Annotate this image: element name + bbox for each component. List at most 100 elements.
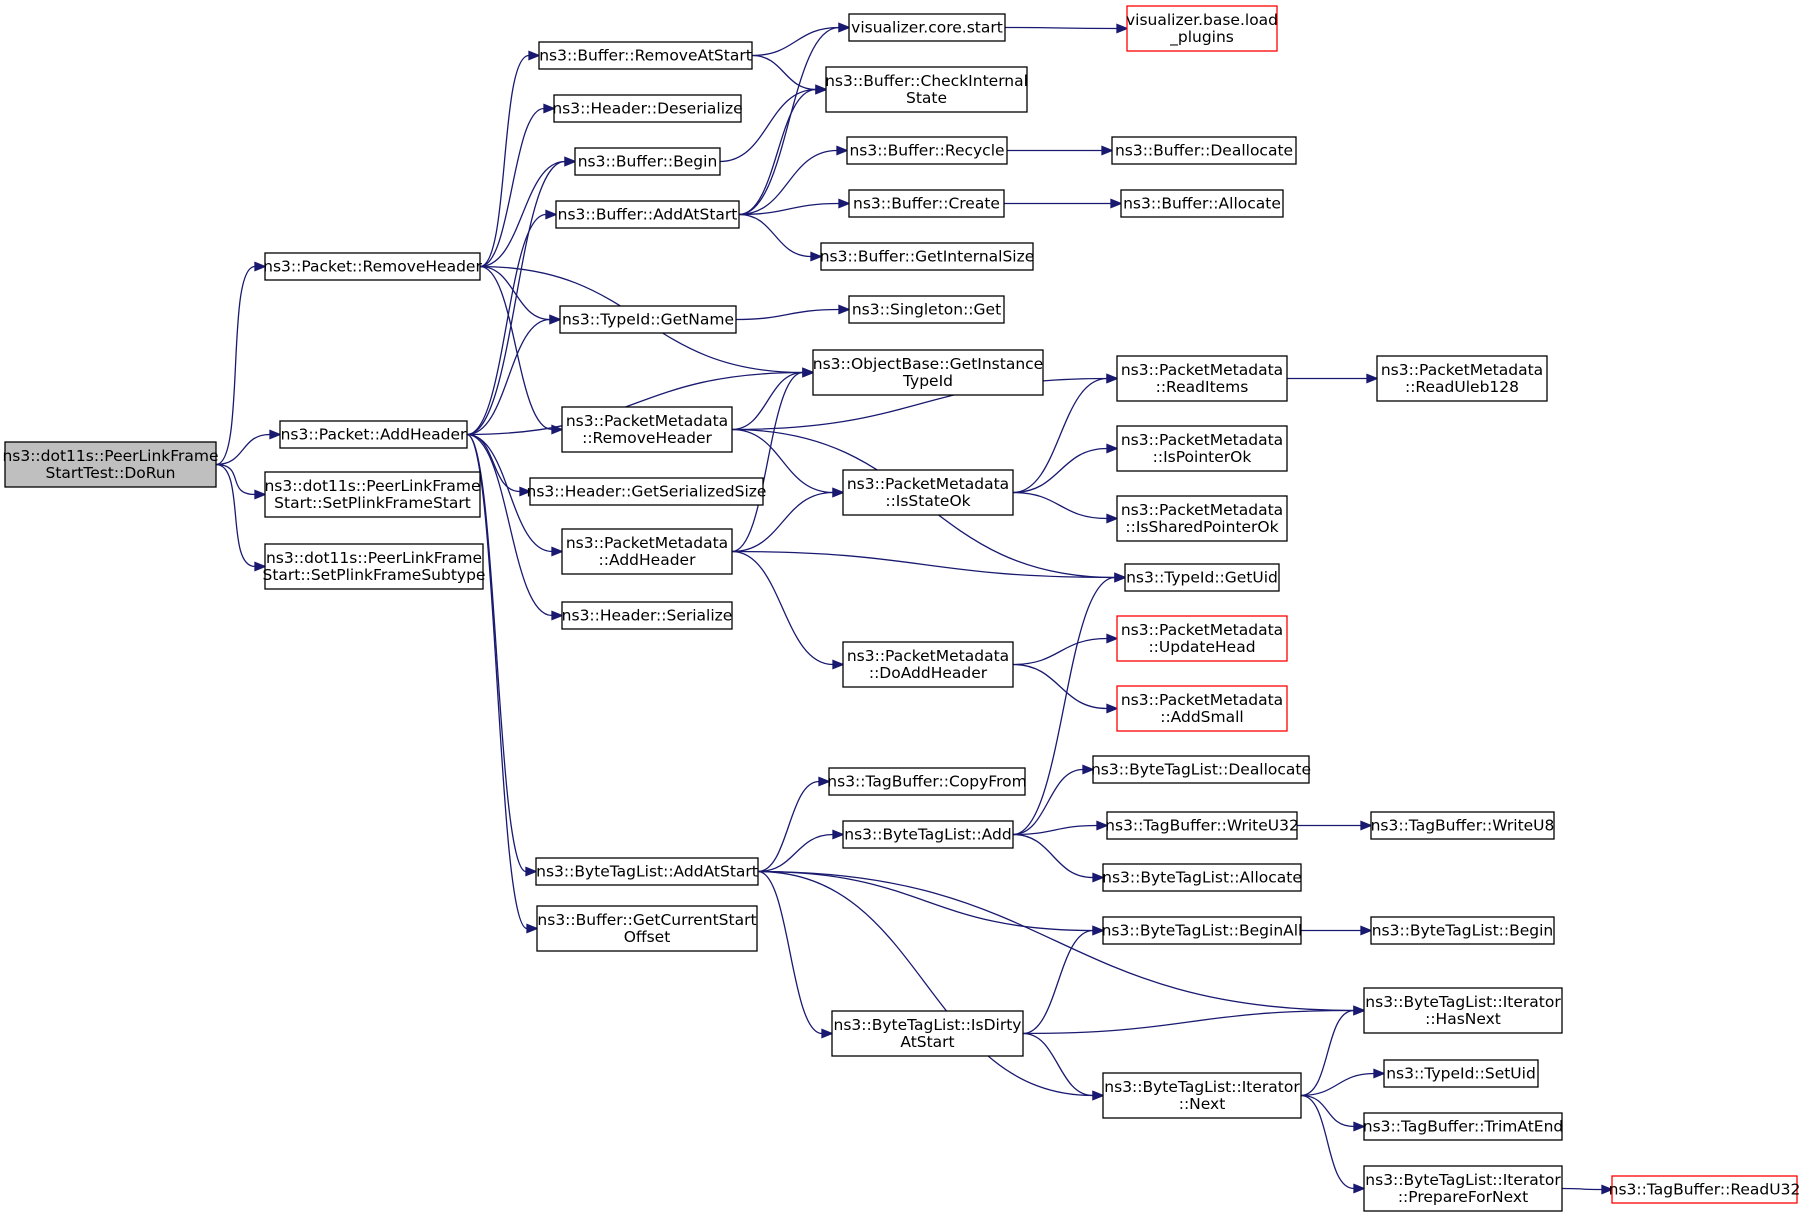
node-label: ns3::Buffer::GetInternalSize	[820, 248, 1035, 266]
edge-line	[1300, 1009, 1355, 1097]
node-readitems[interactable]: ns3::PacketMetadata::ReadItems	[1116, 355, 1288, 402]
edge-addheader-to-pmaddhdr	[466, 433, 564, 557]
node-updatehead[interactable]: ns3::PacketMetadata::UpdateHead	[1116, 615, 1288, 662]
node-setuid[interactable]: ns3::TypeId::SetUid	[1383, 1059, 1539, 1088]
edge-line	[479, 160, 566, 268]
node-getname[interactable]: ns3::TypeId::GetName	[559, 305, 737, 334]
edge-pmaddhdr-to-getuid	[731, 550, 1127, 583]
node-issharedptrok[interactable]: ns3::PacketMetadata::IsSharedPointerOk	[1116, 495, 1288, 542]
edge-line	[466, 433, 528, 930]
node-ispointerok[interactable]: ns3::PacketMetadata::IsPointerOk	[1116, 425, 1288, 472]
arrowhead	[1106, 443, 1119, 454]
edge-dorun-to-removeheader	[215, 261, 267, 466]
edge-line	[1022, 1009, 1355, 1035]
edge-line	[719, 88, 817, 163]
node-getsersize[interactable]: ns3::Header::GetSerializedSize	[527, 477, 767, 506]
node-label: ns3::ByteTagList::IsDirty	[834, 1016, 1022, 1034]
node-label: ns3::Packet::RemoveHeader	[263, 258, 482, 276]
node-box	[561, 528, 733, 575]
node-doaddheader[interactable]: ns3::PacketMetadata::DoAddHeader	[842, 641, 1014, 688]
node-hserialize[interactable]: ns3::Header::Serialize	[561, 601, 733, 630]
edge-baddatstart-to-recycle	[738, 145, 849, 216]
node-label: ns3::TagBuffer::WriteU8	[1371, 817, 1555, 835]
node-box	[536, 905, 758, 952]
node-baddatstart[interactable]: ns3::Buffer::AddAtStart	[555, 200, 740, 229]
arrowhead	[1601, 1184, 1614, 1195]
node-btlbegin[interactable]: ns3::ByteTagList::Begin	[1370, 916, 1555, 945]
node-writeu8[interactable]: ns3::TagBuffer::WriteU8	[1370, 811, 1555, 840]
node-box	[561, 406, 733, 453]
node-removeatstart[interactable]: ns3::Buffer::RemoveAtStart	[538, 41, 753, 70]
node-box	[1102, 916, 1302, 945]
node-itnext[interactable]: ns3::ByteTagList::Iterator::Next	[1102, 1072, 1302, 1119]
node-vizstart[interactable]: visualizer.core.start	[848, 13, 1006, 42]
node-label: ns3::PacketMetadata	[1121, 361, 1283, 379]
node-pmaddhdr[interactable]: ns3::PacketMetadata::AddHeader	[561, 528, 733, 575]
node-singletonget[interactable]: ns3::Singleton::Get	[848, 295, 1005, 324]
node-setsubtype[interactable]: ns3::dot11s::PeerLinkFrameStart::SetPlin…	[263, 543, 486, 590]
node-writeu32[interactable]: ns3::TagBuffer::WriteU32	[1105, 811, 1299, 840]
edge-line	[215, 433, 271, 466]
node-dorun[interactable]: ns3::dot11s::PeerLinkFrameStartTest::DoR…	[2, 441, 219, 488]
node-addsmall[interactable]: ns3::PacketMetadata::AddSmall	[1116, 685, 1288, 732]
node-bbegin[interactable]: ns3::Buffer::Begin	[574, 147, 721, 176]
node-box	[1111, 136, 1297, 165]
arrowhead	[1092, 925, 1105, 936]
edge-addheader-to-baddatstart	[466, 209, 558, 436]
node-prepfornext[interactable]: ns3::ByteTagList::Iterator::PrepareForNe…	[1363, 1165, 1563, 1212]
node-box	[1116, 425, 1288, 472]
node-readuleb128[interactable]: ns3::PacketMetadata::ReadUleb128	[1376, 355, 1548, 402]
node-trimatend[interactable]: ns3::TagBuffer::TrimAtEnd	[1363, 1112, 1564, 1141]
node-hdeserialize[interactable]: ns3::Header::Deserialize	[552, 94, 743, 123]
edge-isstateok-to-issharedptrok	[1012, 491, 1119, 524]
node-recycle[interactable]: ns3::Buffer::Recycle	[846, 136, 1008, 165]
node-ballocate[interactable]: ns3::Buffer::Allocate	[1120, 189, 1284, 218]
node-box	[848, 295, 1005, 324]
edge-line	[757, 870, 1094, 1097]
node-label: ns3::Header::GetSerializedSize	[527, 483, 767, 501]
node-ithasnext[interactable]: ns3::ByteTagList::Iterator::HasNext	[1363, 987, 1563, 1034]
edge-removeheader-to-pmremovehdr	[479, 265, 564, 435]
node-label: ::PrepareForNext	[1398, 1188, 1528, 1206]
node-removeheader[interactable]: ns3::Packet::RemoveHeader	[263, 252, 482, 281]
node-btladd[interactable]: ns3::ByteTagList::Add	[842, 820, 1014, 849]
arrowhead	[832, 829, 845, 840]
node-beginall[interactable]: ns3::ByteTagList::BeginAll	[1102, 916, 1303, 945]
node-bdeallocate[interactable]: ns3::Buffer::Deallocate	[1111, 136, 1297, 165]
edge-line	[1022, 929, 1094, 1035]
node-box	[1363, 1112, 1563, 1141]
node-pmremovehdr[interactable]: ns3::PacketMetadata::RemoveHeader	[561, 406, 733, 453]
node-label: ns3::dot11s::PeerLinkFrame	[266, 549, 482, 567]
node-setstart[interactable]: ns3::dot11s::PeerLinkFrameStart::SetPlin…	[264, 471, 481, 518]
edge-itnext-to-prepfornext	[1300, 1094, 1366, 1194]
edge-line	[751, 54, 817, 91]
edge-addheader-to-bbegin	[466, 156, 577, 436]
node-btlallocate[interactable]: ns3::ByteTagList::Allocate	[1102, 863, 1302, 892]
node-bcreate[interactable]: ns3::Buffer::Create	[848, 189, 1005, 218]
node-box	[264, 543, 484, 590]
arrowhead	[1106, 633, 1119, 644]
node-addheader[interactable]: ns3::Packet::AddHeader	[279, 420, 468, 449]
arrowhead	[254, 261, 267, 272]
edge-line	[738, 213, 812, 258]
arrowhead	[818, 776, 831, 787]
arrowhead	[1096, 820, 1109, 831]
node-btladdatstart[interactable]: ns3::ByteTagList::AddAtStart	[535, 857, 759, 886]
edge-dorun-to-setsubtype	[215, 463, 267, 572]
node-readu32[interactable]: ns3::TagBuffer::ReadU32	[1609, 1175, 1801, 1204]
node-tbcopyfrom[interactable]: ns3::TagBuffer::CopyFrom	[827, 767, 1027, 796]
node-isstateok[interactable]: ns3::PacketMetadata::IsStateOk	[842, 469, 1014, 516]
node-getuid[interactable]: ns3::TypeId::GetUid	[1124, 563, 1280, 592]
function-nodes: ns3::dot11s::PeerLinkFrame StartTest::DoR…	[2, 5, 1801, 1212]
edge-dorun-to-setstart	[215, 463, 267, 500]
node-vizloadplugins[interactable]: visualizer.base.load_plugins	[1126, 5, 1278, 52]
node-label: StartTest::DoRun	[46, 464, 176, 482]
edge-line	[1012, 377, 1108, 494]
node-getinternalsize[interactable]: ns3::Buffer::GetInternalSize	[820, 242, 1035, 271]
node-btldeallocate[interactable]: ns3::ByteTagList::Deallocate	[1091, 755, 1311, 784]
edge-isdirtyatstart-to-itnext	[1022, 1032, 1105, 1101]
